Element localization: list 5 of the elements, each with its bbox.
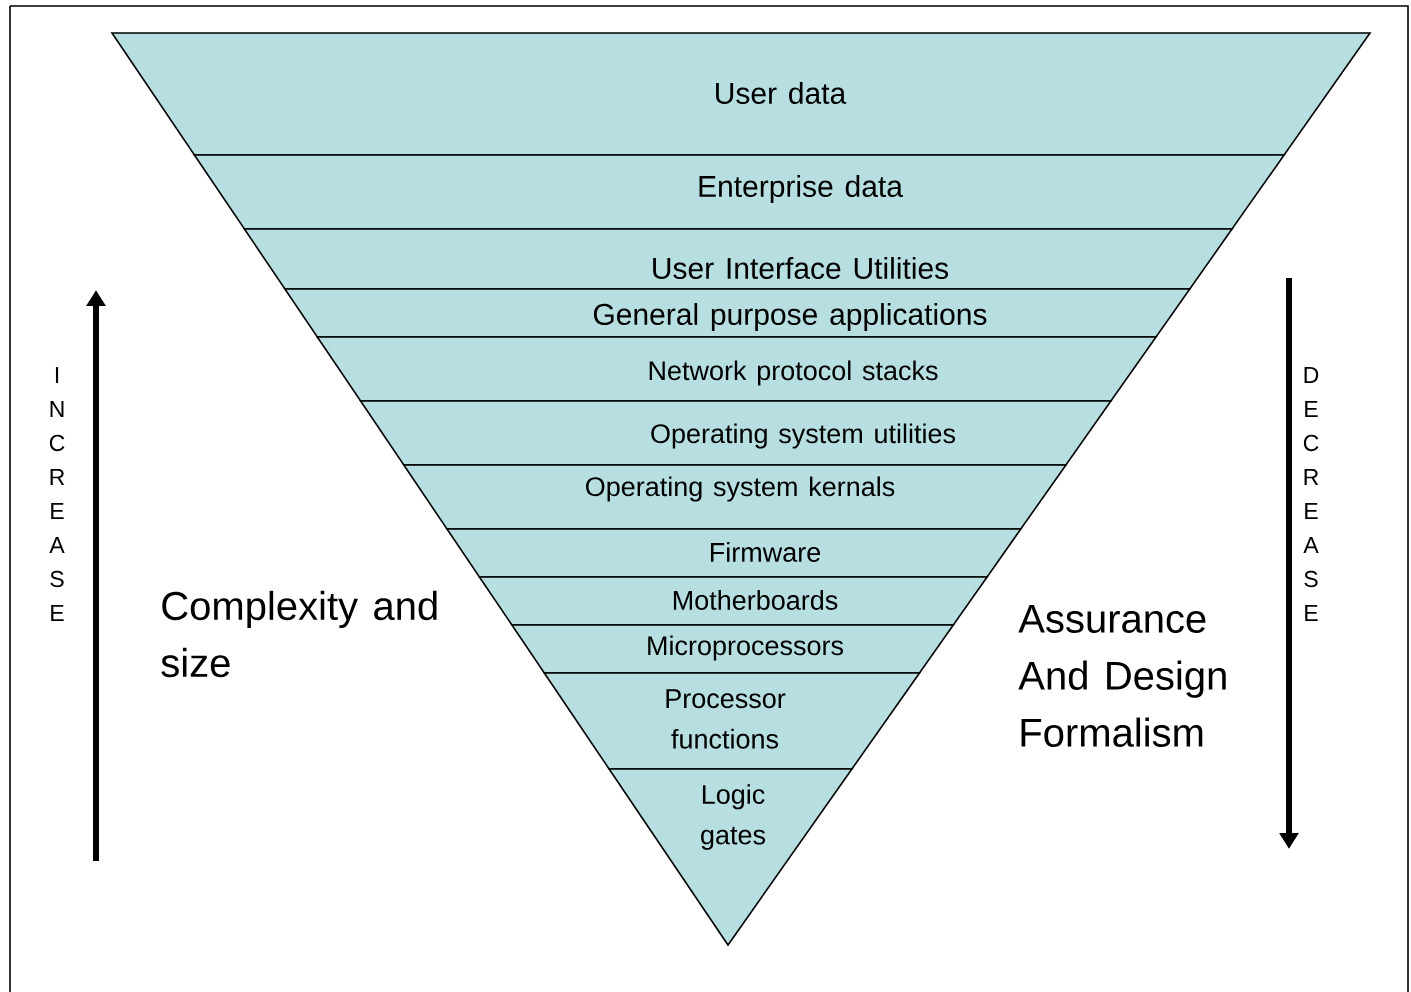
vertical-label: I N C R E A S E: [49, 367, 65, 621]
side-label: Assurance And Design Formalism: [1018, 605, 1226, 747]
vertical-label: D E C R E A S E: [1303, 367, 1319, 621]
side-label: Complexity and size: [161, 590, 437, 678]
layer-band: Operating system utilities: [359, 400, 1113, 466]
